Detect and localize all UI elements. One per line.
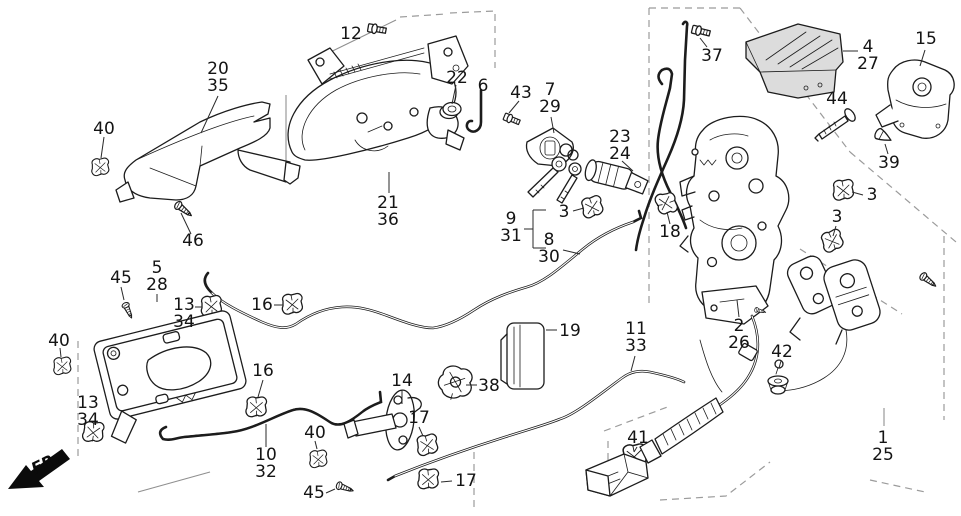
part-label-17-bottom: 17 — [455, 471, 477, 491]
clip-40-top-left — [91, 157, 110, 177]
bolt-12 — [366, 22, 388, 37]
pin-39 — [872, 126, 895, 146]
part-label-3-right-upper: 3 — [867, 185, 878, 205]
part-label-15: 15 — [915, 29, 937, 49]
screw-46 — [172, 199, 195, 220]
grommet-42-drawing — [767, 359, 789, 395]
part-label-2-26: 2 — [734, 316, 745, 336]
clip-16-bottom — [244, 395, 268, 419]
leader-lines — [59, 37, 926, 494]
part-label-16-bottom: 16 — [252, 361, 274, 381]
part-label-39: 39 — [878, 153, 900, 173]
clip-16-top — [281, 292, 304, 315]
part-label-14: 14 — [391, 371, 413, 391]
rod-inner-upper — [634, 20, 689, 252]
lock-cylinder-bezel-drawing — [525, 127, 574, 167]
inner-handle-garnish-drawing — [115, 101, 301, 203]
part-label-10-32: 32 — [255, 462, 277, 482]
door-lock-latch-drawing — [679, 115, 790, 325]
part-label-7-29: 29 — [539, 97, 561, 117]
striker-bracket-drawing — [875, 59, 955, 139]
screw-45-bottom — [334, 480, 356, 496]
part-label-20-35: 35 — [207, 76, 229, 96]
part-label-17-mid: 17 — [408, 408, 430, 428]
part-label-40-left: 40 — [48, 331, 70, 351]
part-label-12: 12 — [340, 24, 362, 44]
key-cylinder-drawing — [584, 159, 649, 195]
part-label-45-top: 45 — [110, 268, 132, 288]
part-label-1-25: 1 — [878, 428, 889, 448]
part-label-45-bottom: 45 — [303, 483, 325, 503]
part-label-13-34-top: 13 — [173, 295, 195, 315]
part-label-16-top: 16 — [251, 295, 273, 315]
part-label-13-34-top: 34 — [173, 312, 195, 332]
part-label-7-29: 7 — [545, 80, 556, 100]
part-label-5-28: 28 — [146, 275, 168, 295]
part-label-5-28: 5 — [152, 258, 163, 278]
clip-40-left — [53, 356, 72, 376]
part-label-13-34-bottom: 34 — [77, 410, 99, 430]
part-label-41: 41 — [627, 428, 649, 448]
part-label-23-24: 23 — [609, 127, 631, 147]
rod-cover-drawing — [500, 322, 545, 390]
part-label-38: 38 — [478, 376, 500, 396]
part-label-23-24: 24 — [609, 144, 631, 164]
outside-handle-drawing — [287, 35, 469, 161]
part-label-4-27: 4 — [863, 37, 874, 57]
clip-17-mid — [415, 433, 439, 457]
clip-40-bottom-mid — [309, 449, 328, 469]
bolt-44 — [814, 108, 856, 142]
clip-3-right-lower — [819, 227, 846, 254]
fr-direction-arrow — [8, 449, 70, 489]
clip-3-mid — [580, 194, 605, 220]
part-label-13-34-bottom: 13 — [77, 393, 99, 413]
part-label-42: 42 — [771, 342, 793, 362]
part-label-37: 37 — [701, 46, 723, 66]
part-label-19: 19 — [559, 321, 581, 341]
part-label-3-right-lower: 3 — [832, 207, 843, 227]
part-label-21-36: 21 — [377, 193, 399, 213]
clip-17-bottom — [416, 467, 440, 491]
screw-45-top — [120, 300, 136, 321]
part-label-3-mid: 3 — [559, 202, 570, 222]
bolt-37 — [690, 23, 712, 39]
part-label-4-27: 27 — [857, 54, 879, 74]
part-label-11-33: 33 — [625, 336, 647, 356]
clip-18 — [653, 191, 679, 216]
part-label-22: 22 — [446, 68, 468, 88]
rod-6 — [465, 88, 483, 133]
part-label-1-25: 25 — [872, 445, 894, 465]
part-label-20-35: 20 — [207, 59, 229, 79]
wire-harness-drawing — [585, 314, 760, 497]
lock-actuator-drawing — [775, 255, 881, 391]
part-label-8-30: 8 — [544, 230, 555, 250]
part-label-9-31: 9 — [506, 209, 517, 229]
lock-crank-drawing — [343, 389, 422, 451]
part-label-11-33: 11 — [625, 319, 647, 339]
part-label-9-31: 31 — [500, 226, 522, 246]
part-label-10-32: 10 — [255, 445, 277, 465]
bolt-43 — [502, 111, 522, 127]
snap-38-drawing — [437, 365, 473, 400]
part-label-43: 43 — [510, 83, 532, 103]
part-label-6: 6 — [478, 76, 489, 96]
part-label-44: 44 — [826, 89, 848, 109]
part-label-18: 18 — [659, 222, 681, 242]
part-label-8-30: 30 — [538, 247, 560, 267]
part-label-21-36: 36 — [377, 210, 399, 230]
lock-cover-drawing — [745, 23, 844, 99]
inside-handle-drawing — [93, 310, 247, 444]
screw-right — [917, 270, 939, 290]
part-label-46: 46 — [182, 231, 204, 251]
clip-3-right-upper — [832, 178, 855, 201]
part-label-40-bottom-mid: 40 — [304, 423, 326, 443]
rod-10-32 — [158, 390, 383, 441]
part-label-2-26: 26 — [728, 333, 750, 353]
keys-drawing — [527, 143, 582, 204]
part-label-40-top-left: 40 — [93, 119, 115, 139]
